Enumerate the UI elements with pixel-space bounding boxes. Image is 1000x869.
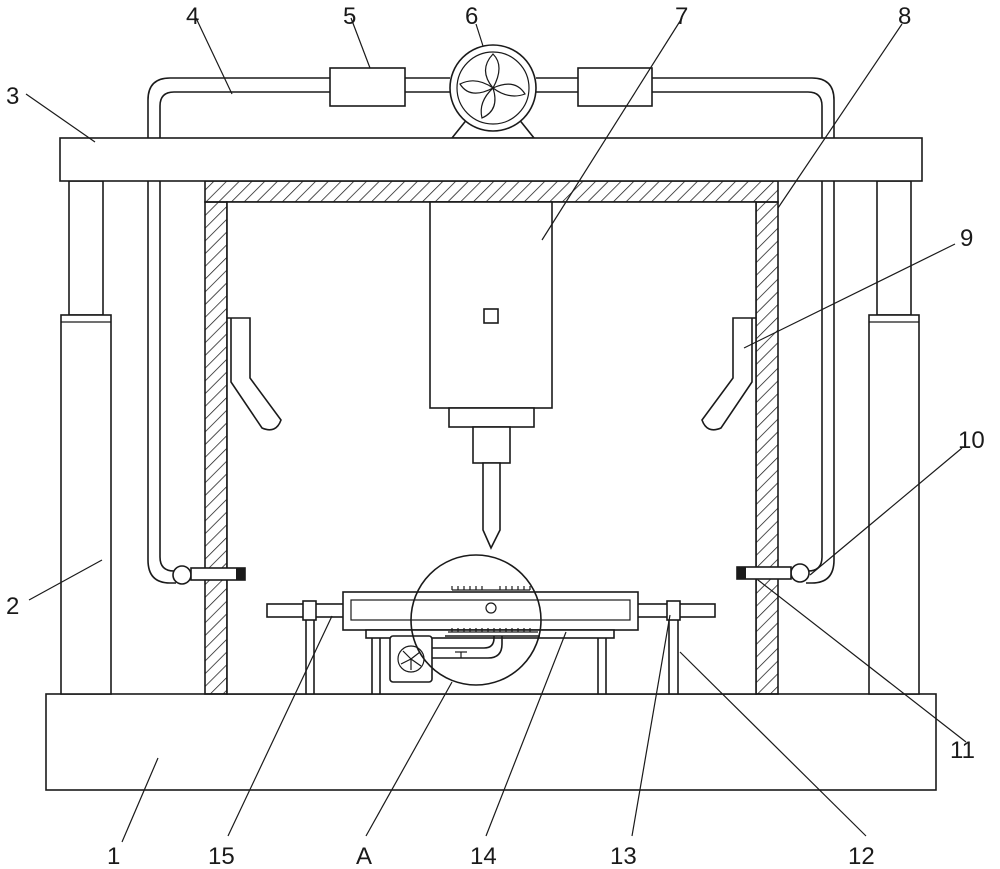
drill-unit bbox=[429, 201, 553, 550]
label-5: 5 bbox=[343, 3, 356, 30]
leader-lines bbox=[25, 17, 967, 843]
label-4: 4 bbox=[186, 3, 199, 30]
nozzle-right bbox=[701, 317, 756, 431]
top-beam bbox=[59, 137, 923, 182]
base-block bbox=[45, 693, 937, 791]
filter-box-left bbox=[329, 67, 406, 107]
label-3: 3 bbox=[6, 83, 19, 110]
valve-left bbox=[172, 565, 246, 585]
right-column bbox=[868, 180, 920, 695]
label-6: 6 bbox=[465, 3, 478, 30]
nozzle-left bbox=[227, 317, 282, 431]
label-8: 8 bbox=[898, 3, 911, 30]
fan-icon bbox=[449, 44, 537, 139]
label-13: 13 bbox=[610, 843, 637, 869]
label-10: 10 bbox=[958, 427, 985, 454]
filter-box-right bbox=[577, 67, 653, 107]
detail-a-internals bbox=[389, 586, 540, 683]
label-2: 2 bbox=[6, 593, 19, 620]
work-table bbox=[342, 591, 639, 694]
label-12: 12 bbox=[848, 843, 875, 869]
label-11: 11 bbox=[950, 737, 975, 764]
left-column bbox=[60, 180, 112, 695]
label-15: 15 bbox=[208, 843, 235, 869]
label-7: 7 bbox=[675, 3, 688, 30]
valve-right bbox=[736, 563, 810, 583]
label-14: 14 bbox=[470, 843, 497, 869]
detail-a-circle bbox=[410, 554, 542, 686]
label-9: 9 bbox=[960, 225, 973, 252]
label-1: 1 bbox=[107, 843, 120, 869]
label-a: A bbox=[356, 843, 372, 869]
